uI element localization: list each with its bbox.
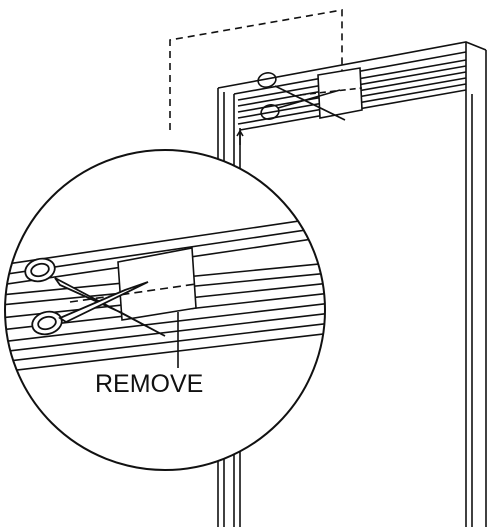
- magnified-detail-lens: [4, 149, 326, 471]
- cut-line-dashed: [69, 283, 197, 303]
- tape-large: [117, 247, 197, 321]
- scissors-icon: [24, 257, 166, 337]
- tape-small: [299, 67, 363, 119]
- remove-label: REMOVE: [95, 370, 203, 398]
- scissors-icon: [257, 72, 346, 121]
